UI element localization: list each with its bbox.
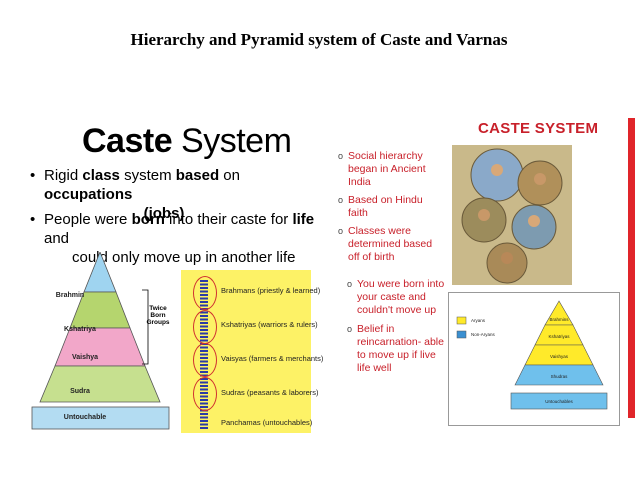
pyramid-label-untouchable: Untouchable — [63, 414, 107, 421]
t1d: based — [175, 167, 220, 184]
slide-title: Hierarchy and Pyramid system of Caste an… — [130, 30, 508, 49]
rb2-l2: faith — [348, 207, 368, 219]
groups-label: Groups — [146, 319, 170, 326]
t1b: class — [82, 167, 120, 184]
right-caste-pyramid: Aryans Non-Aryans Brahmins Kshatriyas Va… — [448, 292, 620, 426]
right-bullet-social: o Social hierarchy began in Ancient Indi… — [338, 150, 426, 189]
varna-list-panel: Brahmans (priestly & learned) Kshatriyas… — [181, 270, 323, 433]
chain-ring-icon — [193, 310, 217, 344]
right-subbullet-born: o You were born into your caste and coul… — [347, 278, 445, 317]
caste-system-red-heading: CASTE SYSTEM — [478, 120, 599, 137]
legend-aryans-swatch — [456, 316, 467, 325]
chain-ring-icon — [193, 276, 217, 310]
varna-item-vaisyas: Vaisyas (farmers & merchants) — [221, 354, 324, 363]
bullet-dot-icon: • — [30, 211, 36, 228]
t2a: People were — [44, 211, 132, 228]
caste-system-heading: Caste System — [82, 122, 292, 161]
t2c: into their caste for — [164, 211, 293, 228]
rs2-l3: to move up if live — [357, 349, 436, 361]
varna-item-kshatriyas: Kshatriyas (warriors & rulers) — [221, 320, 318, 329]
painting-shapes — [452, 145, 572, 285]
o-bullet-icon: o — [347, 324, 353, 334]
varna-item-panchamas: Panchamas (untouchables) — [221, 418, 313, 427]
right-pyramid-shapes — [456, 300, 608, 410]
rs1-l1: You were born into — [357, 278, 445, 290]
rs2-l2: reincarnation- able — [357, 336, 444, 348]
rpyr-untouchables-shape — [510, 392, 608, 410]
rpyr-label-untouchables: Untouchables — [545, 399, 573, 404]
rpyr-label-kshatriyas: Kshatriyas — [548, 334, 570, 339]
varna-item-sudras: Sudras (peasants & laborers) — [221, 388, 319, 397]
o-bullet-icon: o — [338, 195, 344, 205]
right-bullet-classes: o Classes were determined based off of b… — [338, 225, 433, 264]
chain-ring-icon — [193, 377, 217, 411]
t1c: system — [119, 167, 176, 184]
chain-ring-icon — [193, 343, 217, 377]
rb3-l1: Classes were — [348, 225, 412, 237]
rs2-l1: Belief in — [357, 323, 395, 335]
rb3-l2: determined based — [348, 238, 433, 250]
caste-painting-image — [452, 145, 572, 285]
t1a: Rigid — [44, 167, 83, 184]
right-subbullet-reincarnation: o Belief in reincarnation- able to move … — [347, 323, 444, 375]
varna-item-brahmans: Brahmans (priestly & learned) — [221, 286, 321, 295]
legend-non-aryans-swatch — [456, 330, 467, 339]
left-pyramid-shapes — [31, 252, 170, 430]
heading-bold: Caste — [82, 122, 173, 160]
bullet-dot-icon: • — [30, 167, 36, 184]
bullet-born-into: • People were born into their caste for … — [30, 210, 324, 267]
pyramid-brahmin-shape — [83, 252, 117, 293]
legend-non-aryans: Non-Aryans — [471, 332, 495, 337]
legend-aryans: Aryans — [471, 318, 486, 323]
pyramid-label-sudra: Sudra — [70, 388, 90, 395]
accent-bar — [628, 118, 635, 418]
pyramid-label-brahmin: Brahmin — [55, 292, 85, 299]
twice-born-bracket — [142, 289, 149, 365]
o-bullet-icon: o — [338, 151, 344, 161]
rpyr-label-vaishyas: Vaishyas — [550, 354, 568, 359]
rpyr-label-brahmins: Brahmins — [549, 317, 569, 322]
t1-line2: (jobs) — [143, 205, 185, 222]
o-bullet-icon: o — [338, 226, 344, 236]
born-label: Born — [150, 312, 166, 319]
heading-rest: System — [172, 122, 292, 160]
rs1-l3: couldn't move up — [357, 304, 437, 316]
rs1-l2: your caste and — [357, 291, 426, 303]
pyramid-sudra-shape — [39, 365, 161, 403]
rb1-l2: began in Ancient — [348, 163, 426, 175]
bullet-rigid-class: • Rigid class system based on occupation… — [30, 166, 314, 223]
twice-born-label: Twice Born Groups — [140, 305, 176, 326]
pyramid-label-kshatriya: Kshatriya — [64, 326, 96, 333]
rb1-l1: Social hierarchy — [348, 150, 423, 162]
rs2-l4: life well — [357, 362, 392, 374]
o-bullet-icon: o — [347, 279, 353, 289]
t1e: on — [219, 167, 240, 184]
t2b: born — [131, 211, 165, 228]
pyramid-untouchable-shape — [31, 406, 170, 430]
rpyr-shudras-shape — [514, 364, 604, 386]
rb3-l3: off of birth — [348, 251, 395, 263]
pyramid-label-vaishya: Vaishya — [71, 354, 99, 361]
rpyr-label-shudras: Shudras — [550, 374, 568, 379]
t2-line2: could only move up in another life — [72, 249, 296, 266]
twice-label: Twice — [149, 305, 167, 312]
rb2-l1: Based on Hindu — [348, 194, 423, 206]
rb1-l3: India — [348, 176, 371, 188]
right-bullet-hindu: o Based on Hindu faith — [338, 194, 423, 220]
t1f: occupations — [44, 186, 133, 203]
t2e: and — [44, 230, 70, 247]
left-caste-pyramid: Brahmin Kshatriya Vaishya Sudra Untoucha… — [30, 252, 170, 432]
t2d: life — [292, 211, 315, 228]
